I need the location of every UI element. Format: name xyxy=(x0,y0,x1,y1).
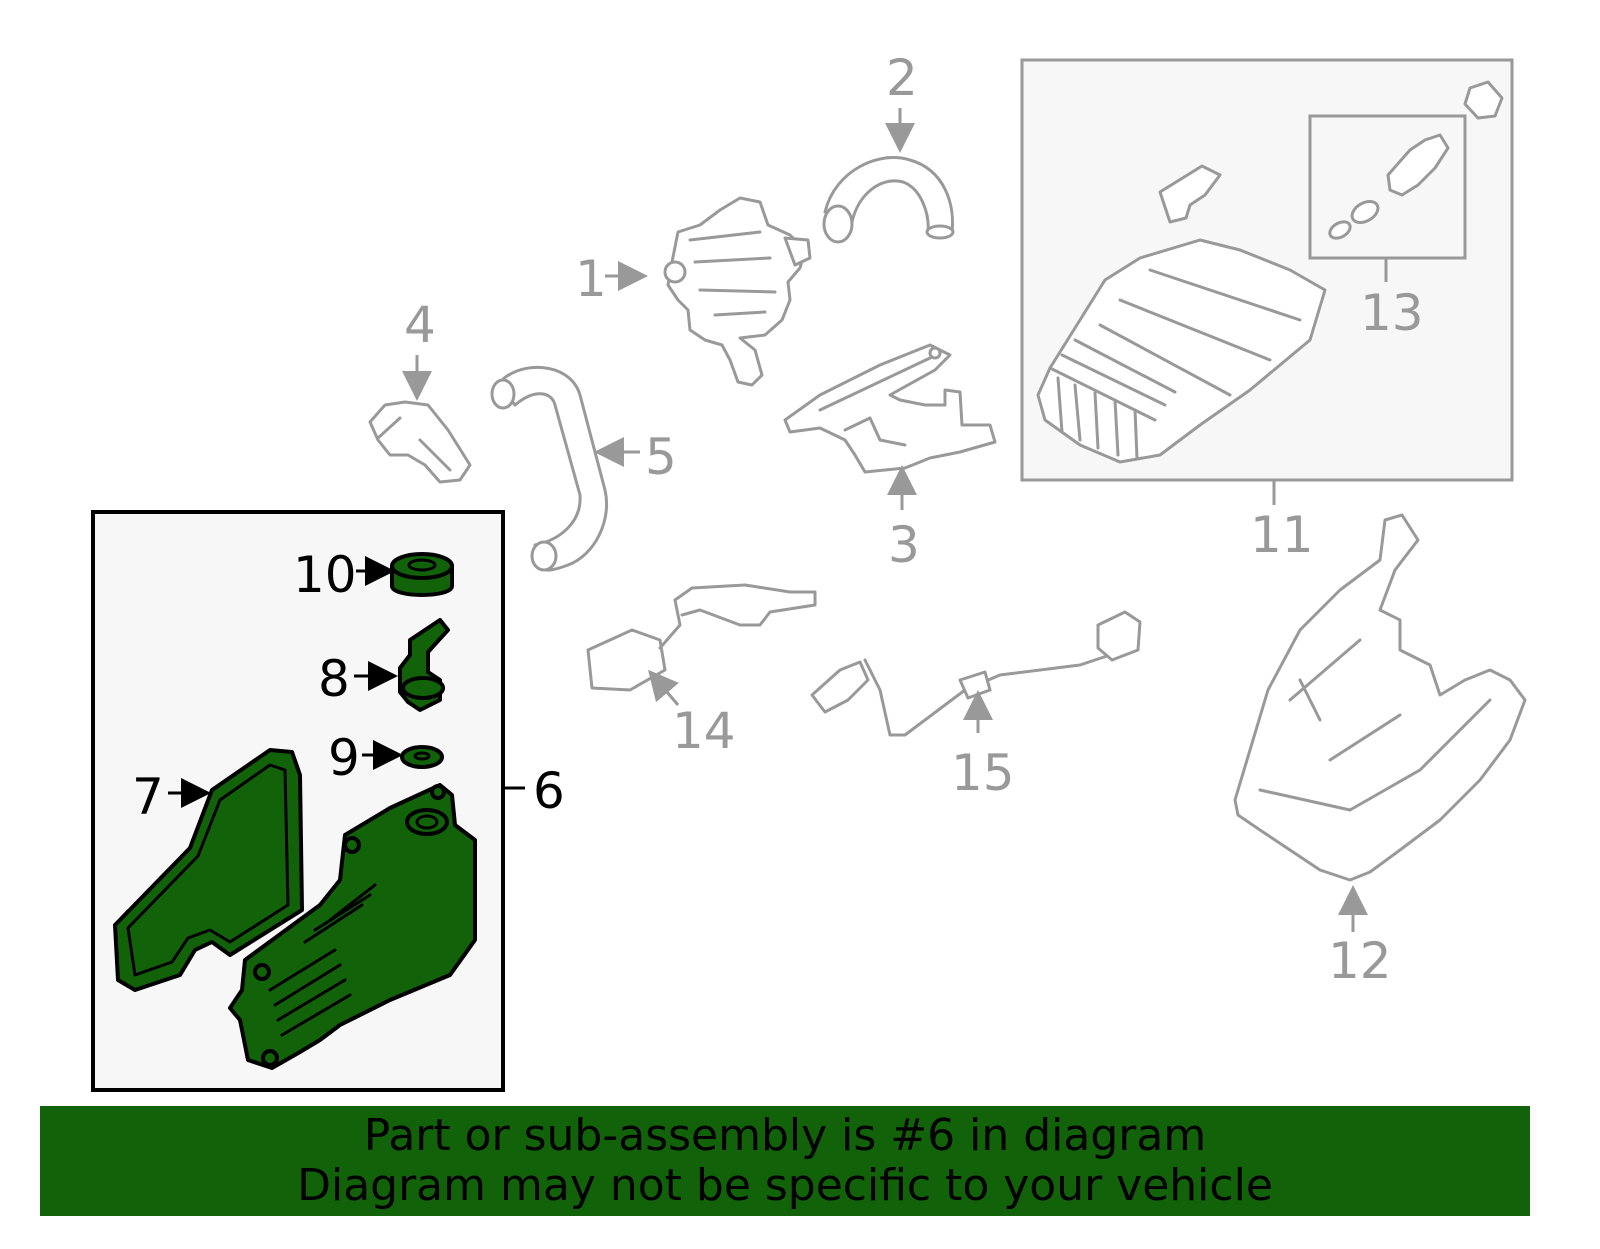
callout-1: 1 xyxy=(575,250,607,308)
part-14[interactable] xyxy=(586,583,817,692)
part-4[interactable] xyxy=(368,400,472,484)
part-2[interactable] xyxy=(822,155,955,244)
part-12[interactable] xyxy=(1233,513,1527,882)
part-5[interactable] xyxy=(490,365,608,572)
callout-7: 7 xyxy=(132,768,164,826)
part-9[interactable] xyxy=(400,745,444,769)
callout-14: 14 xyxy=(672,702,736,760)
part-3[interactable] xyxy=(783,343,997,474)
leader-lines xyxy=(402,108,1388,932)
part-10[interactable] xyxy=(390,552,454,597)
part-7[interactable] xyxy=(113,748,304,992)
callout-15: 15 xyxy=(951,744,1015,802)
callout-6: 6 xyxy=(533,762,565,820)
callout-11: 11 xyxy=(1250,506,1314,564)
callout-12: 12 xyxy=(1328,932,1392,990)
callout-8: 8 xyxy=(318,650,350,708)
callout-4: 4 xyxy=(404,296,436,354)
part-8[interactable] xyxy=(398,618,450,712)
callout-10: 10 xyxy=(293,546,357,604)
part-6[interactable] xyxy=(228,783,477,1070)
callout-13: 13 xyxy=(1360,284,1424,342)
part-1[interactable] xyxy=(663,196,812,387)
info-banner: Part or sub-assembly is #6 in diagram Di… xyxy=(40,1106,1530,1216)
callout-3: 3 xyxy=(888,516,920,574)
callout-2: 2 xyxy=(886,49,918,107)
callout-9: 9 xyxy=(328,729,360,787)
part-13[interactable] xyxy=(1327,133,1450,242)
callout-5: 5 xyxy=(645,428,677,486)
part-11[interactable] xyxy=(1036,80,1504,464)
banner-line-1: Part or sub-assembly is #6 in diagram xyxy=(363,1110,1207,1161)
banner-line-2: Diagram may not be specific to your vehi… xyxy=(297,1160,1273,1211)
part-15[interactable] xyxy=(810,610,1142,737)
leader-lines-highlight xyxy=(168,556,525,808)
